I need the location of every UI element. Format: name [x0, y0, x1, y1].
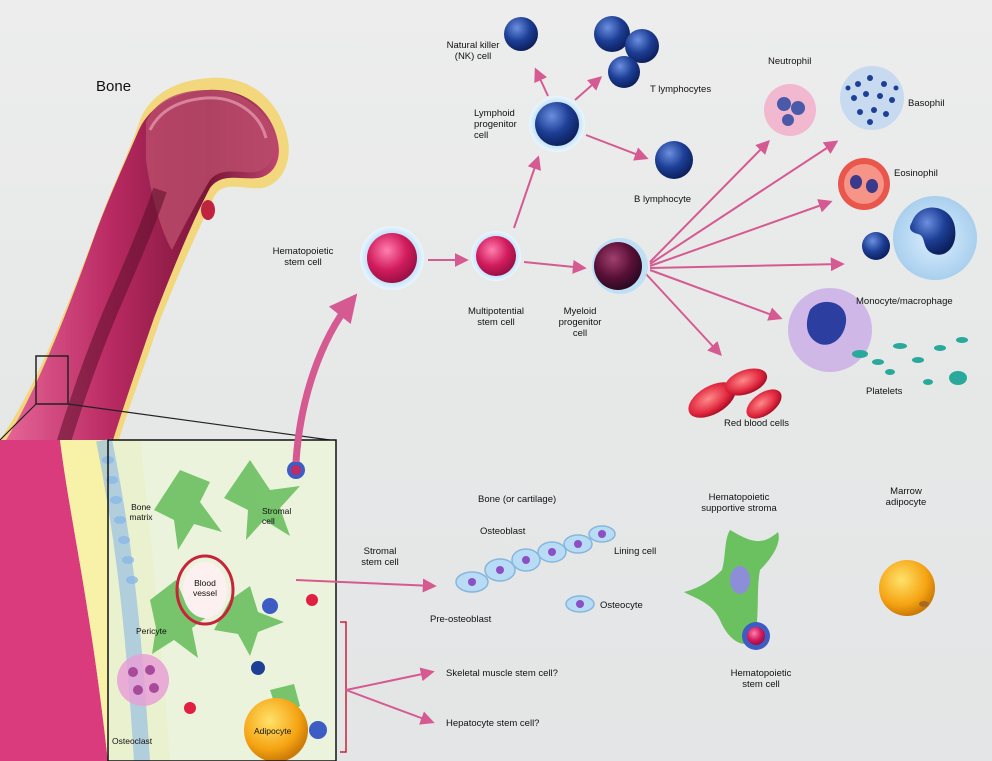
stromal-stem-cell-label: Stromal stem cell: [340, 546, 420, 568]
platelets-label: Platelets: [866, 386, 902, 397]
osteocyte-label: Osteocyte: [600, 600, 643, 611]
lymphoid-progenitor-label: Lymphoid progenitor cell: [474, 108, 517, 141]
eosinophil-label: Eosinophil: [894, 168, 938, 179]
osteoclast-label: Osteoclast: [112, 736, 152, 746]
myeloid-progenitor-label: Myeloid progenitor cell: [540, 306, 620, 339]
neutrophil-label: Neutrophil: [768, 56, 811, 67]
hepatocyte-stem-cell-label: Hepatocyte stem cell?: [446, 718, 539, 729]
pre-osteoblast-label: Pre-osteoblast: [430, 614, 491, 625]
marrow-adipocyte-label: Marrow adipocyte: [866, 486, 946, 508]
nk-cell-label: Natural killer (NK) cell: [428, 40, 518, 62]
monocyte-macrophage-label: Monocyte/macrophage: [856, 296, 953, 307]
marrow-inset: [0, 440, 336, 761]
pericyte-label: Pericyte: [136, 626, 167, 636]
skeletal-muscle-stem-cell-label: Skeletal muscle stem cell?: [446, 668, 558, 679]
bone-matrix-label: Bone matrix: [116, 502, 166, 522]
hematopoietic-stem-cell-lower-label: Hematopoietic stem cell: [716, 668, 806, 690]
lining-cell-label: Lining cell: [614, 546, 656, 557]
blood-vessel-label: Blood vessel: [180, 578, 230, 598]
stromal-cell-label: Stromal cell: [262, 506, 291, 526]
osteoblast-label: Osteoblast: [480, 526, 525, 537]
bone-label: Bone: [96, 78, 131, 95]
multipotential-stem-cell-label: Multipotential stem cell: [446, 306, 546, 328]
red-blood-cells-label: Red blood cells: [724, 418, 789, 429]
t-lymphocytes-label: T lymphocytes: [650, 84, 711, 95]
b-lymphocyte-label: B lymphocyte: [634, 194, 691, 205]
hematopoietic-supportive-stroma-label: Hematopoietic supportive stroma: [684, 492, 794, 514]
bone-or-cartilage-label: Bone (or cartilage): [478, 494, 556, 505]
basophil-label: Basophil: [908, 98, 944, 109]
hematopoietic-stem-cell-label: Hematopoietic stem cell: [258, 246, 348, 268]
adipocyte-label: Adipocyte: [254, 726, 291, 736]
